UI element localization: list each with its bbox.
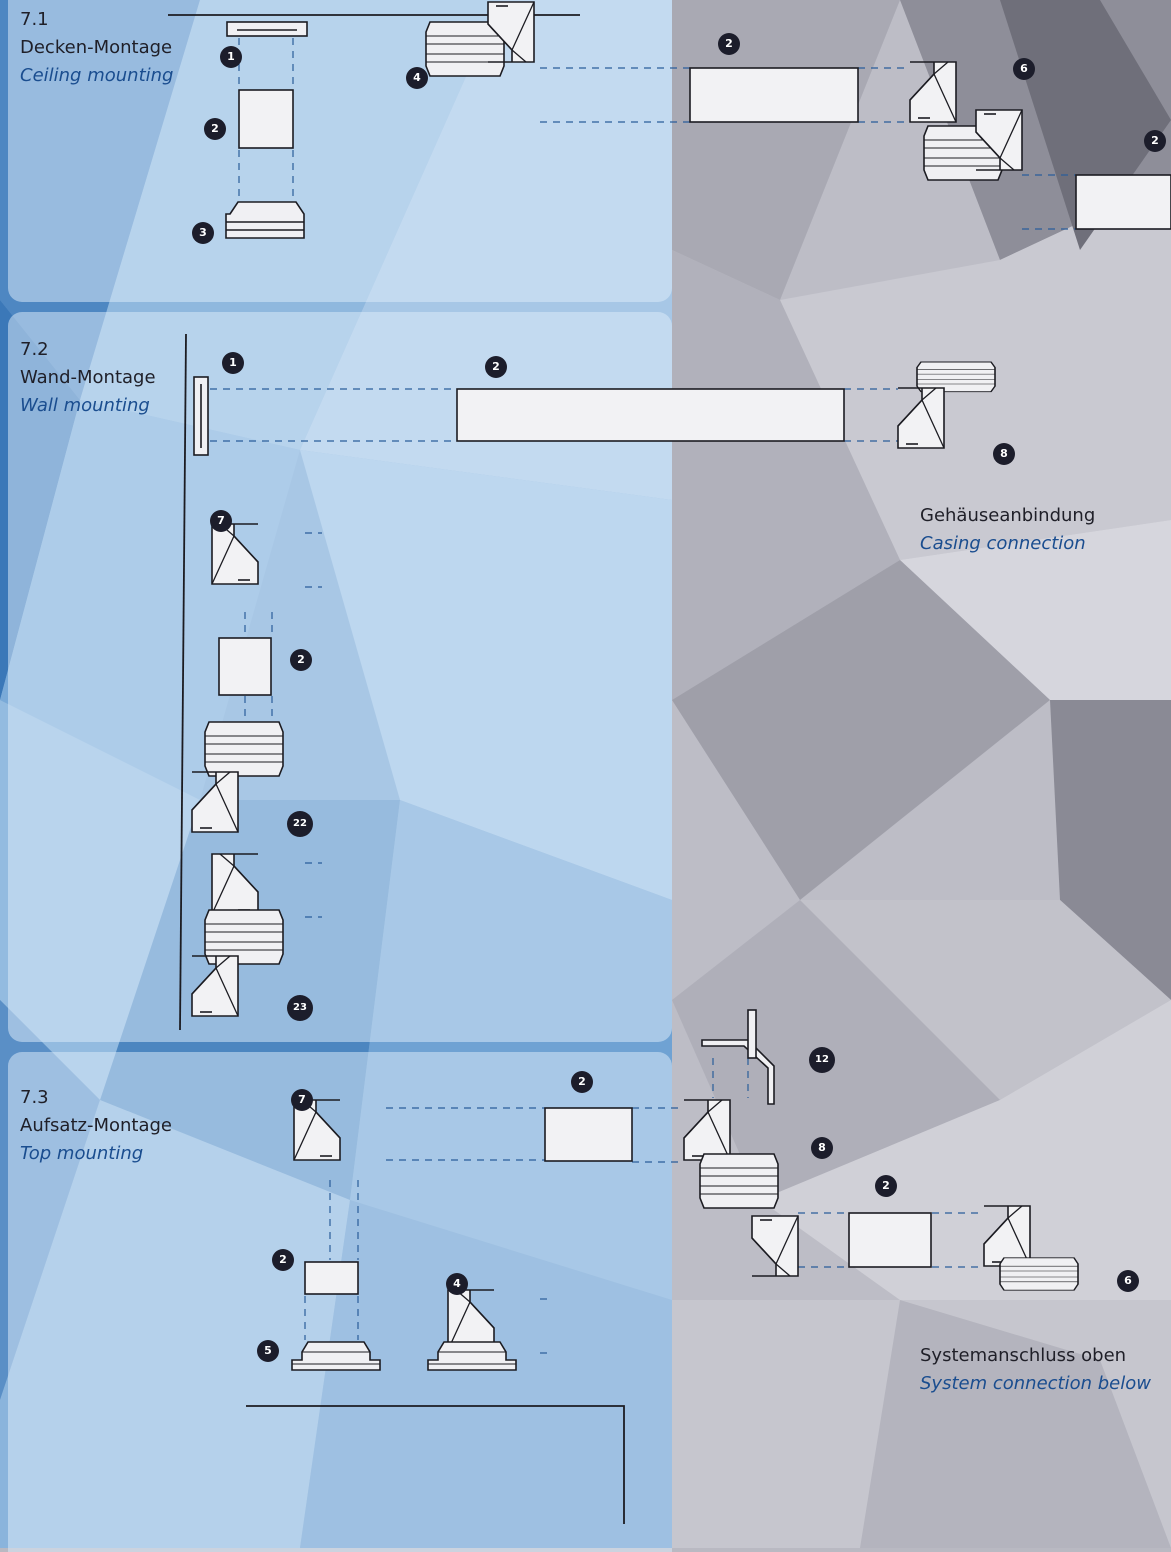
part-badge: 1: [222, 352, 244, 374]
caption-system-connection: Systemanschluss oben System connection b…: [920, 1342, 1151, 1398]
part-badge: 2: [485, 356, 507, 378]
section-title-en: Top mounting: [20, 1143, 144, 1164]
section-title-de: Wand-Montage: [20, 367, 156, 388]
part-badge: 7: [210, 510, 232, 532]
caption-en: System connection below: [920, 1373, 1151, 1394]
part-badge: 7: [291, 1089, 313, 1111]
part-badge: 5: [257, 1340, 279, 1362]
caption-casing-connection: Gehäuseanbindung Casing connection: [920, 502, 1095, 558]
part-badge: 1: [220, 46, 242, 68]
part-badge: 2: [204, 118, 226, 140]
section-title-de: Aufsatz-Montage: [20, 1115, 173, 1136]
section-number: 7.3: [20, 1087, 49, 1108]
part-badge: 2: [875, 1175, 897, 1197]
part-badge: 22: [287, 811, 313, 837]
section-label-wall: 7.2 Wand-Montage Wall mounting: [20, 336, 156, 420]
part-badge: 4: [406, 67, 428, 89]
part-badge: 23: [287, 995, 313, 1021]
part-badge: 12: [809, 1047, 835, 1073]
section-label-ceiling: 7.1 Decken-Montage Ceiling mounting: [20, 6, 173, 90]
part-badge: 2: [571, 1071, 593, 1093]
section-title-en: Wall mounting: [20, 395, 150, 416]
section-title-en: Ceiling mounting: [20, 65, 174, 86]
part-badge: 2: [1144, 130, 1166, 152]
section-number: 7.1: [20, 9, 49, 30]
part-badge: 3: [192, 222, 214, 244]
section-panel-ceiling: [8, 0, 672, 302]
caption-de: Systemanschluss oben: [920, 1345, 1127, 1366]
caption-en: Casing connection: [920, 533, 1086, 554]
section-number: 7.2: [20, 339, 49, 360]
section-label-top: 7.3 Aufsatz-Montage Top mounting: [20, 1084, 172, 1168]
part-badge: 2: [718, 33, 740, 55]
part-badge: 6: [1117, 1270, 1139, 1292]
part-badge: 2: [290, 649, 312, 671]
caption-de: Gehäuseanbindung: [920, 505, 1096, 526]
part-badge: 8: [993, 443, 1015, 465]
part-badge: 4: [446, 1273, 468, 1295]
part-badge: 2: [272, 1249, 294, 1271]
section-title-de: Decken-Montage: [20, 37, 173, 58]
part-badge: 6: [1013, 58, 1035, 80]
part-badge: 8: [811, 1137, 833, 1159]
